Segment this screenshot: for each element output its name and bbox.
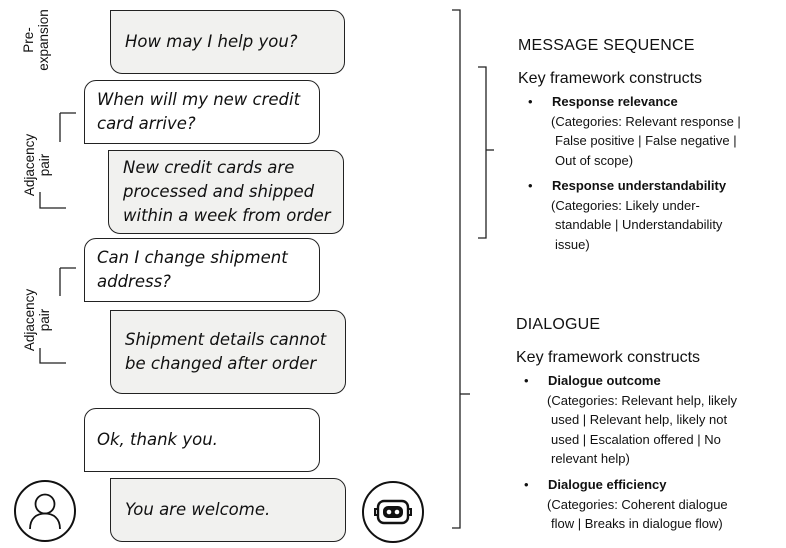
- adjacency-pair-label-1: Adjacency pair: [22, 134, 52, 196]
- dialogue-outcome-desc-line3: used | Escalation offered | No: [551, 431, 721, 447]
- response-relevance-desc-line2: False positive | False negative |: [555, 133, 737, 148]
- dialogue-outcome-desc-line1: (Categories: Relevant help, likely: [547, 392, 738, 408]
- dialogue-efficiency-desc: (Categories: Coherent dialogue flow | Br…: [547, 495, 728, 534]
- bot-message-3-line1: Shipment details cannot: [125, 330, 327, 349]
- response-understandability-desc: (Categories: Likely under- standable | U…: [551, 196, 726, 255]
- pre-expansion-label-line1: Pre-: [21, 27, 36, 53]
- dialogue-outcome-desc-line4: relevant help): [551, 451, 630, 466]
- bot-avatar: [362, 481, 424, 543]
- response-relevance-item: • Response relevance (Categories: Releva…: [528, 92, 741, 171]
- bot-message-1-text: How may I help you?: [125, 32, 298, 51]
- adjacency-pair-label-1-line1: Adjacency: [22, 133, 37, 197]
- response-relevance-title: Response relevance: [552, 94, 678, 109]
- dialogue-outcome-desc: (Categories: Relevant help, likely used …: [547, 391, 738, 469]
- bot-message-2-line3: within a week from order: [123, 206, 331, 225]
- dialogue-efficiency-desc-line1: (Categories: Coherent dialogue: [547, 496, 728, 512]
- user-message-1-line2: card arrive?: [97, 114, 196, 133]
- bullet-3: •: [524, 373, 529, 388]
- user-avatar: [14, 480, 76, 542]
- response-understandability-desc-line2: standable | Understandability: [555, 217, 723, 232]
- message-sequence-heading: MESSAGE SEQUENCE: [518, 37, 695, 54]
- user-message-3-text: Ok, thank you.: [97, 430, 218, 449]
- dialogue-subheading: Key framework constructs: [516, 349, 701, 366]
- response-relevance-desc: (Categories: Relevant response | False p…: [551, 112, 741, 171]
- bot-message-2-line1: New credit cards are: [123, 158, 295, 177]
- user-message-2: Can I change shipment address?: [84, 238, 320, 302]
- dialogue-outcome-desc-line2: used | Relevant help, likely not: [551, 412, 728, 427]
- pre-expansion-label-line2: expansion: [36, 9, 51, 71]
- bot-message-2: New credit cards are processed and shipp…: [108, 150, 344, 234]
- adjacency-pair-label-1-line2: pair: [37, 153, 52, 177]
- pre-expansion-label: Pre- expansion: [21, 9, 51, 71]
- dialogue-outcome-title: Dialogue outcome: [548, 373, 661, 388]
- dialogue-heading: DIALOGUE: [516, 316, 601, 333]
- bullet-1: •: [528, 94, 533, 109]
- user-icon: [29, 493, 61, 530]
- user-message-1: When will my new credit card arrive?: [84, 80, 320, 144]
- response-understandability-item: • Response understandability (Categories…: [528, 176, 727, 255]
- dialogue-efficiency-item: • Dialogue efficiency (Categories: Coher…: [524, 475, 728, 534]
- response-relevance-desc-line3: Out of scope): [555, 152, 634, 168]
- adjacency-pair-label-2-line2: pair: [37, 308, 52, 332]
- dialogue-outcome-item: • Dialogue outcome (Categories: Relevant…: [524, 371, 738, 469]
- bot-message-3: Shipment details cannot be changed after…: [110, 310, 346, 394]
- bot-message-4-text: You are welcome.: [125, 500, 271, 519]
- bot-message-3-line2: be changed after order: [125, 354, 317, 373]
- response-understandability-desc-line1: (Categories: Likely under-: [551, 197, 700, 213]
- bot-message-2-line2: processed and shipped: [123, 182, 315, 201]
- user-message-2-line1: Can I change shipment: [97, 248, 288, 267]
- user-message-3: Ok, thank you.: [84, 408, 320, 472]
- bullet-4: •: [524, 477, 529, 492]
- response-relevance-desc-line1: (Categories: Relevant response |: [551, 113, 741, 129]
- dialogue-efficiency-title: Dialogue efficiency: [548, 477, 667, 492]
- user-message-1-line1: When will my new credit: [97, 90, 301, 109]
- dialogue-efficiency-desc-line2: flow | Breaks in dialogue flow): [551, 516, 723, 531]
- user-message-2-line2: address?: [97, 272, 171, 291]
- bullet-2: •: [528, 178, 533, 193]
- bot-message-1: How may I help you?: [110, 10, 345, 74]
- response-understandability-title: Response understandability: [552, 178, 727, 193]
- adjacency-pair-label-2-line1: Adjacency: [22, 288, 37, 352]
- robot-icon: [374, 499, 412, 525]
- adjacency-pair-label-2: Adjacency pair: [22, 289, 52, 351]
- response-understandability-desc-line3: issue): [555, 236, 590, 252]
- bot-message-4: You are welcome.: [110, 478, 346, 542]
- message-sequence-subheading: Key framework constructs: [518, 70, 703, 87]
